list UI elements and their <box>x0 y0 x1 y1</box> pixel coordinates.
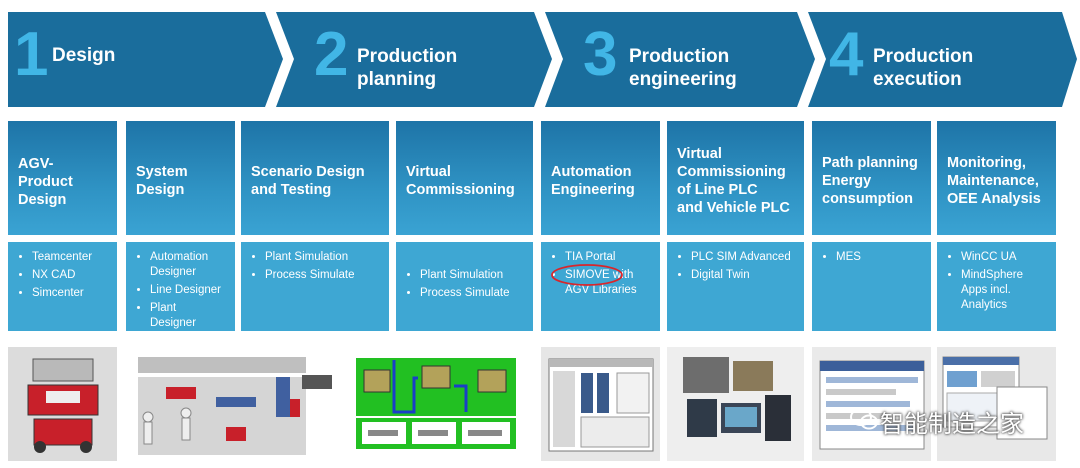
list-item-simove: SIMOVE with AGV Libraries <box>565 268 650 298</box>
list-item: Simcenter <box>32 286 107 301</box>
plc-hardware-image <box>667 347 804 461</box>
wechat-icon <box>850 408 878 430</box>
tool-list: Automation Designer Line Designer Plant … <box>126 242 235 331</box>
list-item: MES <box>836 250 921 265</box>
plc-hardware-illustration <box>683 357 791 441</box>
list-item: Digital Twin <box>691 268 794 283</box>
column-header: Virtual Commissioning <box>396 121 533 235</box>
tool-list: PLC SIM Advanced Digital Twin <box>667 242 804 331</box>
stage-chevrons <box>8 12 1077 107</box>
agv-product-image <box>8 347 117 461</box>
stage-1-number: 1 <box>14 20 49 89</box>
list-item: Plant Simulation <box>420 268 523 283</box>
column-header: Virtual Commissioning of Line PLC and Ve… <box>667 121 804 235</box>
stage-2-number: 2 <box>314 20 349 89</box>
list-item: Plant Designer <box>150 301 225 331</box>
stage-3-chevron <box>545 12 815 107</box>
tool-list: MES <box>812 242 931 331</box>
list-item: Line Designer <box>150 283 225 298</box>
tool-list: Teamcenter NX CAD Simcenter <box>8 242 117 331</box>
column-header-text: Path planning Energy consumption <box>822 155 918 207</box>
column-header-text: Virtual Commissioning of Line PLC and Ve… <box>677 146 790 216</box>
list-item: Plant Simulation <box>265 250 379 265</box>
stage-2-title: Production planning <box>357 46 458 90</box>
column-header: Automation Engineering <box>541 121 660 235</box>
list-item: Teamcenter <box>32 250 107 265</box>
factory-layout-illustration <box>138 357 332 455</box>
agv-cad-illustration <box>27 358 99 453</box>
column-header-text: Scenario Design and Testing <box>251 164 365 198</box>
monitoring-screen-illustration <box>942 356 1048 440</box>
simulation-layout-illustration <box>356 358 516 449</box>
list-item: Process Simulate <box>265 268 379 283</box>
stage-4-chevron <box>808 12 1077 107</box>
column-header: AGV- Product Design <box>8 121 117 235</box>
stage-4-number: 4 <box>829 20 864 89</box>
list-item: Automation Designer <box>150 250 225 280</box>
mes-image <box>812 347 931 461</box>
list-item: PLC SIM Advanced <box>691 250 794 265</box>
stage-4-title: Production execution <box>873 46 974 90</box>
monitoring-image <box>937 347 1056 461</box>
system-design-image <box>126 347 344 461</box>
tool-list: WinCC UA MindSphere Apps incl. Analytics <box>937 242 1056 331</box>
list-item: Process Simulate <box>420 286 523 301</box>
column-header-text: Automation Engineering <box>551 164 635 198</box>
highlight-ellipse <box>551 264 623 286</box>
stage-1-title: Design <box>52 45 116 66</box>
tia-portal-image <box>541 347 660 461</box>
column-header: System Design <box>126 121 235 235</box>
list-item: MindSphere Apps incl. Analytics <box>961 268 1046 313</box>
stage-3-title: Production engineering <box>629 46 737 90</box>
column-header-text: Virtual Commissioning <box>406 164 515 198</box>
software-screenshot-illustration <box>548 358 654 452</box>
tool-list: Plant Simulation Process Simulate <box>241 242 389 331</box>
column-header: Path planning Energy consumption <box>812 121 931 235</box>
column-header: Scenario Design and Testing <box>241 121 389 235</box>
tool-list: Plant Simulation Process Simulate <box>396 242 533 331</box>
stage-1-chevron <box>8 12 283 107</box>
list-item: WinCC UA <box>961 250 1046 265</box>
column-header: Monitoring, Maintenance, OEE Analysis <box>937 121 1056 235</box>
plant-simulation-image <box>354 356 518 451</box>
column-header-text: System Design <box>136 164 188 198</box>
list-item: NX CAD <box>32 268 107 283</box>
tool-list: TIA Portal SIMOVE with AGV Libraries <box>541 242 660 331</box>
stage-3-number: 3 <box>583 20 618 89</box>
list-item: TIA Portal <box>565 250 650 265</box>
watermark-text: 智能制造之家 <box>880 410 1024 438</box>
column-header-text: AGV- Product Design <box>18 156 73 208</box>
stage-2-chevron <box>276 12 552 107</box>
column-header-text: Monitoring, Maintenance, OEE Analysis <box>947 155 1041 207</box>
